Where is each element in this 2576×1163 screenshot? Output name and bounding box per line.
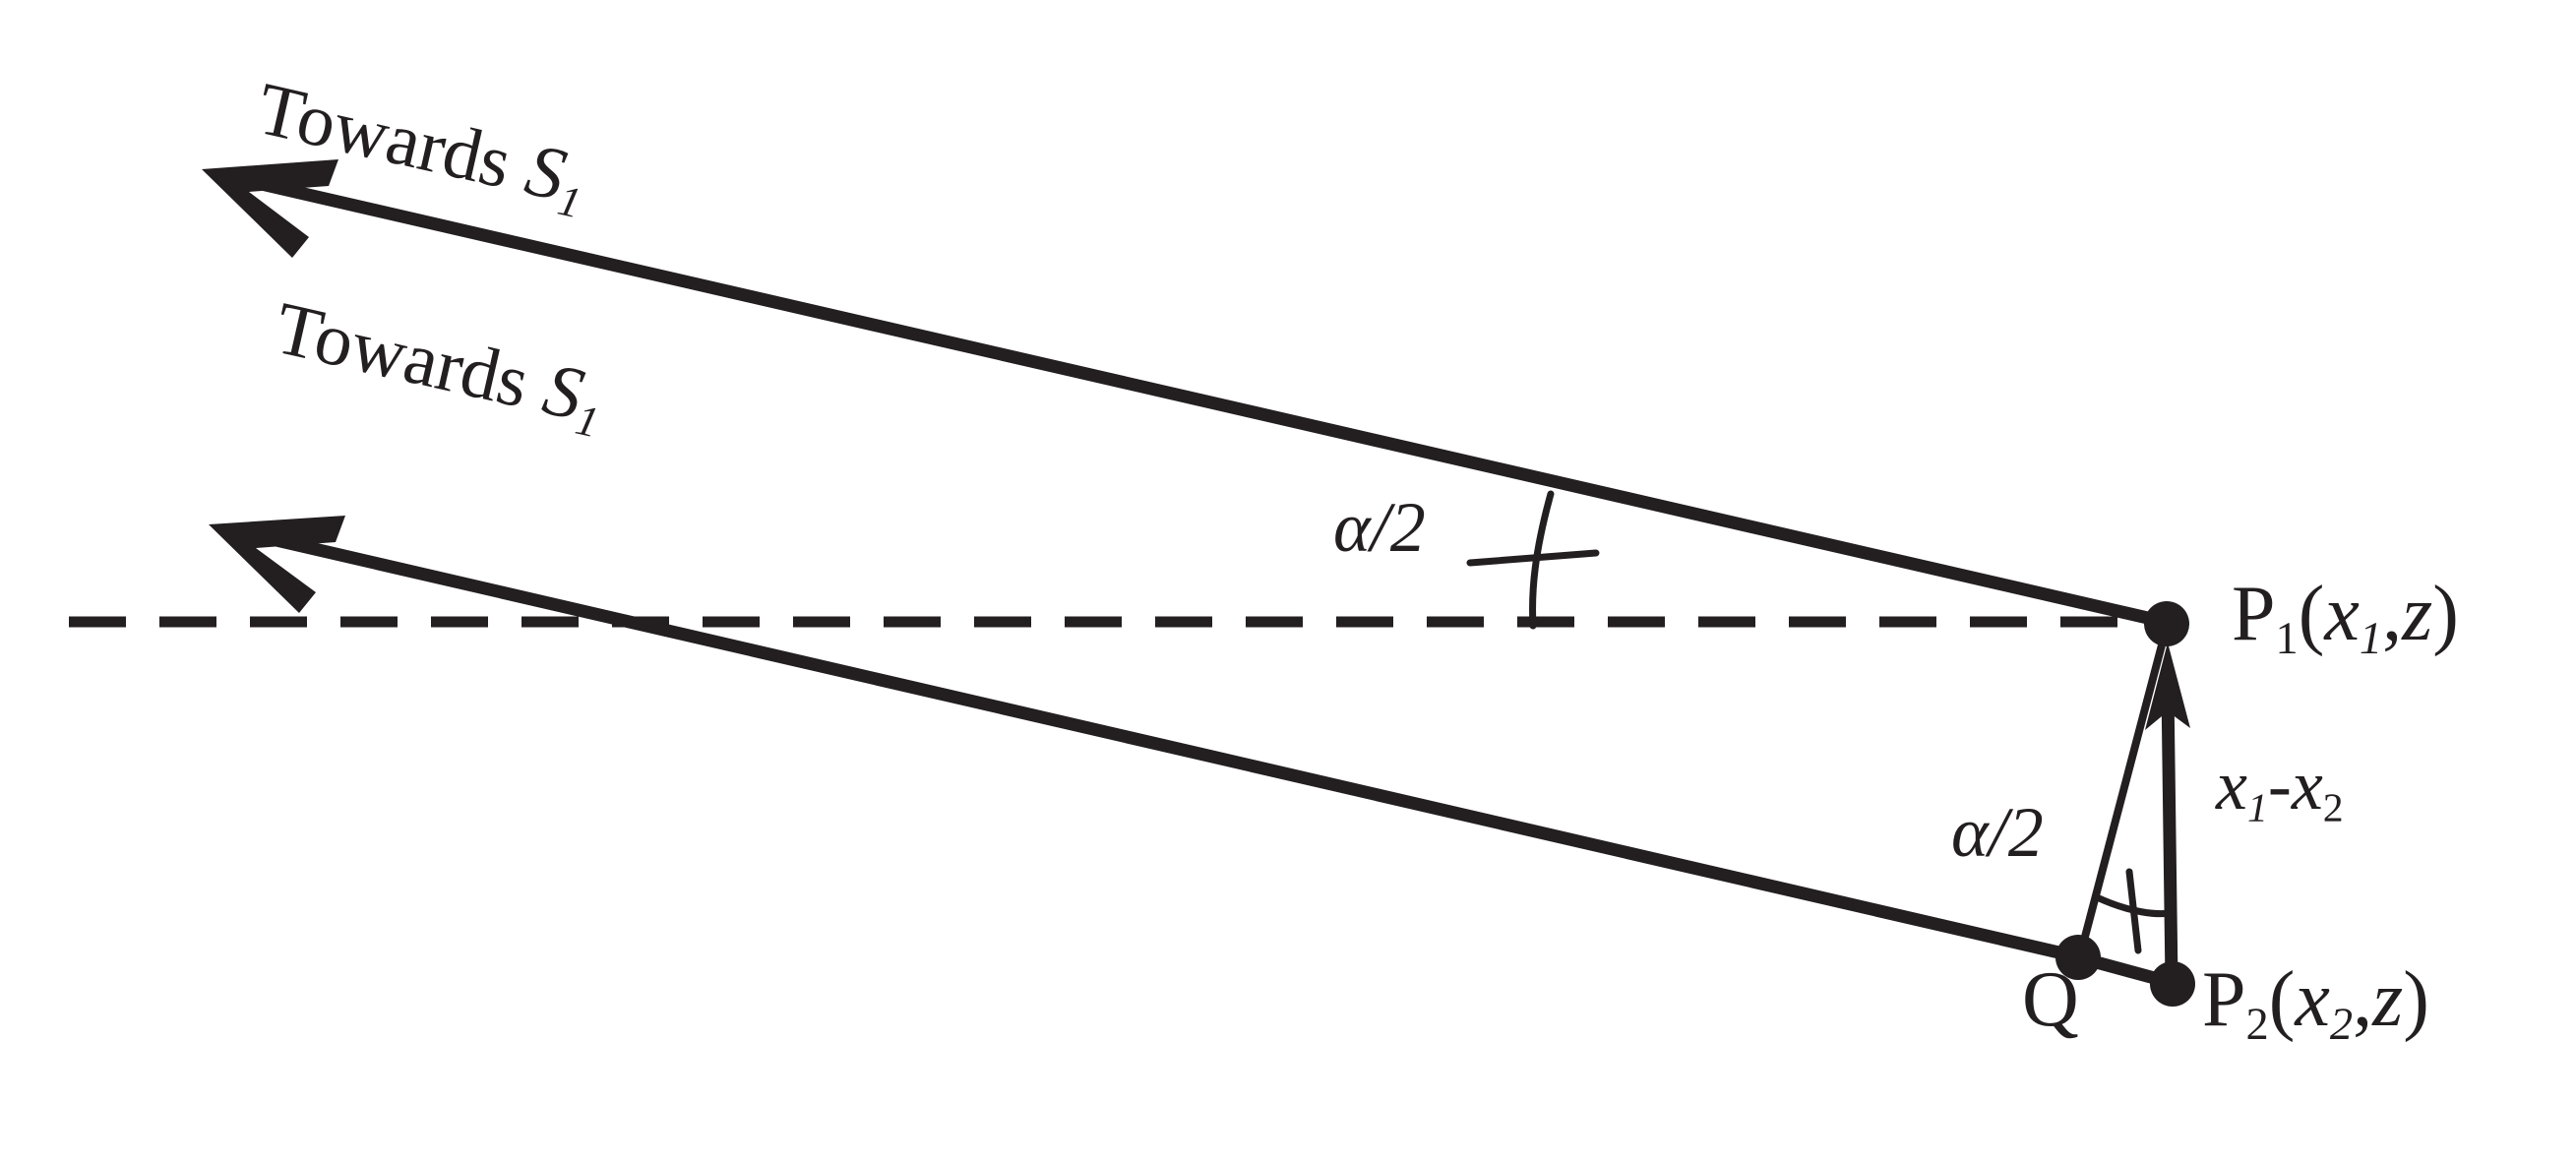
p2-var-z: z bbox=[2372, 956, 2404, 1043]
label-alpha-over-2-lower: α/2 bbox=[1951, 793, 2044, 872]
label-alpha-over-2-upper: α/2 bbox=[1333, 488, 1426, 567]
p2-name: P bbox=[2202, 956, 2246, 1043]
p2-var-x: x bbox=[2295, 956, 2330, 1043]
lower-ray-line bbox=[231, 524, 2087, 964]
point-marker-p1 bbox=[2144, 601, 2189, 646]
lower-ray-arrowhead-icon bbox=[209, 516, 345, 613]
vertical-segment-p2-p1 bbox=[2161, 688, 2178, 983]
label-point-p1: P1(x1,z) bbox=[2232, 575, 2459, 662]
label-path-difference: x1-x2 bbox=[2216, 750, 2344, 828]
dx-subscript-2: 2 bbox=[2322, 785, 2344, 831]
p1-paren-open: ( bbox=[2298, 571, 2325, 657]
p2-var-x-subscript: 2 bbox=[2329, 999, 2354, 1050]
point-marker-q bbox=[2055, 935, 2101, 980]
p1-name: P bbox=[2232, 571, 2276, 657]
p2-subscript: 2 bbox=[2245, 999, 2269, 1050]
dx-subscript-1: 1 bbox=[2246, 785, 2268, 831]
p1-subscript: 1 bbox=[2275, 613, 2299, 664]
p2-paren-open: ( bbox=[2268, 956, 2296, 1043]
upper-ray-line bbox=[224, 170, 2172, 629]
p2-paren-close: ) bbox=[2403, 956, 2429, 1043]
upper-ray-arrowhead-icon bbox=[202, 159, 338, 258]
p1-var-x-subscript: 1 bbox=[2359, 613, 2383, 664]
label-point-q: Q bbox=[2022, 956, 2079, 1043]
upper-angle-arc bbox=[1529, 490, 1555, 630]
lower-angle-tick-mark bbox=[2125, 868, 2142, 954]
dx-minus-sign: - bbox=[2267, 746, 2292, 825]
dx-var-2: x bbox=[2291, 746, 2323, 825]
lower-angle-arc bbox=[2093, 893, 2175, 918]
p1-var-x: x bbox=[2324, 571, 2360, 657]
p1-var-z: z bbox=[2402, 571, 2433, 657]
point-marker-p2 bbox=[2150, 961, 2195, 1007]
dx-var-1: x bbox=[2216, 746, 2247, 825]
vertical-arrowhead-icon bbox=[2145, 643, 2190, 730]
p2-comma: , bbox=[2353, 956, 2373, 1043]
upper-angle-tick-mark bbox=[1466, 549, 1600, 567]
p1-comma: , bbox=[2382, 571, 2403, 657]
label-point-p2: P2(x2,z) bbox=[2202, 960, 2429, 1048]
p1-paren-close: ) bbox=[2432, 571, 2459, 657]
thin-line-q-to-p1 bbox=[2076, 634, 2168, 959]
